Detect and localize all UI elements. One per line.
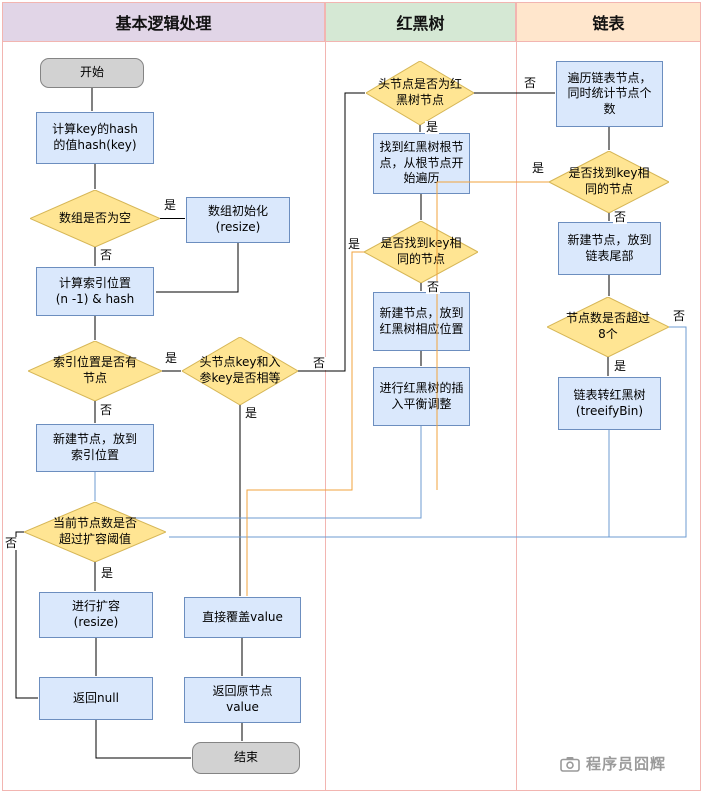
node-return-null: 返回null bbox=[39, 677, 153, 720]
node-find-root: 找到红黑树根节 点，从根节点开 始遍历 bbox=[373, 133, 470, 194]
lane-divider-2 bbox=[516, 2, 517, 791]
edge-label-over-threshold-yes: 是 bbox=[100, 566, 115, 581]
node-label: 直接覆盖value bbox=[202, 609, 283, 624]
node-over-threshold: 当前节点数是否 超过扩容阈值 bbox=[24, 502, 166, 562]
edge-label-array-empty-yes: 是 bbox=[163, 198, 178, 213]
node-label: 遍历链表节点， 同时统计节点个 数 bbox=[567, 70, 652, 116]
node-is-rbtree-node: 头节点是否为红 黑树节点 bbox=[366, 61, 474, 125]
node-label: 开始 bbox=[79, 65, 104, 80]
edge-label-over-threshold-no: 否 bbox=[4, 536, 19, 551]
node-label: 是否找到key相 同的节点 bbox=[568, 166, 650, 196]
lane-header-red-black-tree: 红黑树 bbox=[325, 2, 516, 42]
node-label: 进行红黑树的插 入平衡调整 bbox=[379, 380, 464, 411]
node-label: 新建节点，放到 链表尾部 bbox=[567, 232, 652, 263]
node-treeify: 链表转红黑树 (treeifyBin) bbox=[558, 377, 661, 430]
node-label: 头节点是否为红 黑树节点 bbox=[377, 77, 462, 107]
diamond-shape bbox=[28, 341, 162, 401]
camera-icon bbox=[560, 756, 580, 772]
node-end: 结束 bbox=[192, 742, 300, 774]
watermark-text: 程序员囧辉 bbox=[586, 755, 667, 773]
node-label: 结束 bbox=[233, 750, 258, 765]
node-rb-balance: 进行红黑树的插 入平衡调整 bbox=[373, 367, 470, 426]
edge-label-ll-found-yes: 是 bbox=[531, 161, 546, 176]
lane-title: 链表 bbox=[592, 14, 625, 33]
node-traverse-list: 遍历链表节点， 同时统计节点个 数 bbox=[556, 61, 663, 127]
edge-label-over-8-yes: 是 bbox=[613, 359, 628, 374]
lane-title: 红黑树 bbox=[396, 14, 445, 33]
node-ll-new-node: 新建节点，放到 链表尾部 bbox=[558, 222, 661, 275]
edge-label-is-rbtree-yes: 是 bbox=[425, 120, 440, 135]
node-label: 计算key的hash 的值hash(key) bbox=[52, 122, 138, 152]
node-label: 新建节点，放到 索引位置 bbox=[52, 432, 137, 462]
node-label: 找到红黑树根节 点，从根节点开 始遍历 bbox=[379, 140, 464, 186]
node-start: 开始 bbox=[40, 58, 144, 88]
node-label: 数组是否为空 bbox=[58, 210, 131, 225]
edge-label-head-key-eq-no: 否 bbox=[312, 356, 327, 371]
diamond-shape bbox=[24, 502, 166, 562]
edge-label-is-rbtree-no: 否 bbox=[523, 76, 538, 91]
node-label: 进行扩容 (resize) bbox=[71, 599, 120, 629]
node-label: 数组初始化 (resize) bbox=[207, 204, 268, 234]
node-return-old-value: 返回原节点 value bbox=[184, 677, 301, 723]
node-label: 索引位置是否有 节点 bbox=[52, 355, 137, 385]
node-label: 新建节点，放到 红黑树相应位置 bbox=[379, 305, 464, 336]
node-new-node-index: 新建节点，放到 索引位置 bbox=[36, 424, 154, 472]
edge-label-rb-found-no: 否 bbox=[426, 280, 441, 295]
node-index-has-node: 索引位置是否有 节点 bbox=[28, 341, 162, 401]
edge-label-array-empty-no: 否 bbox=[99, 248, 114, 263]
edge-label-index-has-node-yes: 是 bbox=[164, 351, 179, 366]
node-array-empty: 数组是否为空 bbox=[30, 190, 160, 247]
lane-divider-1 bbox=[325, 2, 326, 791]
lane-header-linked-list: 链表 bbox=[516, 2, 701, 42]
node-rb-found-key: 是否找到key相 同的节点 bbox=[364, 221, 478, 283]
diamond-shape bbox=[366, 61, 474, 125]
node-calc-index: 计算索引位置 (n -1) & hash bbox=[36, 267, 154, 316]
diamond-shape bbox=[549, 151, 669, 213]
node-calc-hash: 计算key的hash 的值hash(key) bbox=[36, 112, 154, 164]
node-array-init: 数组初始化 (resize) bbox=[186, 197, 290, 243]
edge-label-head-key-eq-yes: 是 bbox=[244, 406, 259, 421]
edge-label-rb-found-yes: 是 bbox=[347, 237, 362, 252]
node-label: 头节点key和入 参key是否相等 bbox=[199, 355, 281, 385]
node-label: 返回原节点 value bbox=[212, 684, 273, 714]
node-label: 返回null bbox=[73, 690, 119, 705]
node-label: 当前节点数是否 超过扩容阈值 bbox=[52, 516, 137, 546]
node-label: 链表转红黑树 (treeifyBin) bbox=[573, 387, 646, 418]
watermark: 程序员囧辉 bbox=[560, 753, 666, 774]
node-over-8: 节点数是否超过 8个 bbox=[547, 297, 669, 357]
node-head-key-equal: 头节点key和入 参key是否相等 bbox=[182, 337, 298, 405]
node-label: 是否找到key相 同的节点 bbox=[380, 236, 462, 266]
lane-header-basic-logic: 基本逻辑处理 bbox=[2, 2, 325, 42]
diamond-shape bbox=[30, 190, 160, 247]
node-rb-new-node: 新建节点，放到 红黑树相应位置 bbox=[373, 292, 470, 351]
edge-label-index-has-node-no: 否 bbox=[99, 403, 114, 418]
node-overwrite-value: 直接覆盖value bbox=[184, 597, 301, 638]
lane-title: 基本逻辑处理 bbox=[115, 14, 212, 33]
node-do-resize: 进行扩容 (resize) bbox=[39, 592, 153, 638]
node-label: 计算索引位置 (n -1) & hash bbox=[55, 275, 135, 306]
node-ll-found-key: 是否找到key相 同的节点 bbox=[549, 151, 669, 213]
node-label: 节点数是否超过 8个 bbox=[565, 311, 650, 341]
edge-label-over-8-no: 否 bbox=[672, 309, 687, 324]
edge-label-ll-found-no: 否 bbox=[613, 210, 628, 225]
